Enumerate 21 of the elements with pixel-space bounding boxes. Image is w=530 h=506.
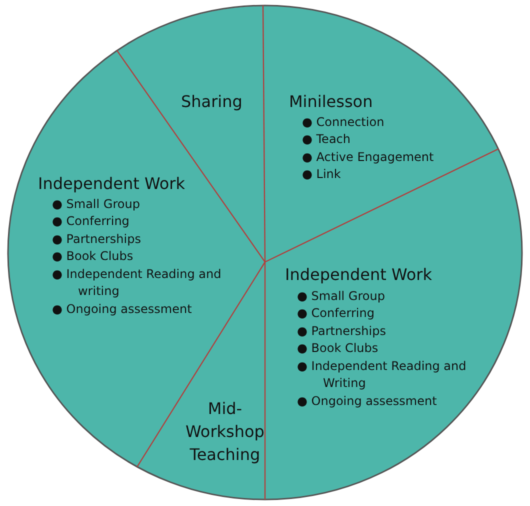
bullet-item: ● Ongoing assessment (297, 392, 438, 410)
section-heading: Independent Work (285, 264, 432, 284)
bullet-item: ● Active Engagement (302, 148, 435, 166)
bullet-item: ● Teach (302, 131, 352, 148)
section-heading: Independent Work (38, 174, 185, 193)
bullet-item: ● Conferring (297, 305, 376, 322)
section-heading: Sharing (180, 92, 242, 111)
section-heading: Minilesson (288, 92, 373, 111)
bullet-item: ● Book Clubs (297, 340, 380, 358)
bullet-item: ● Conferring (52, 213, 130, 230)
bullet-item: ● Small Group (297, 288, 386, 305)
bullet-item: ● Small Group (52, 196, 141, 213)
bullet-item: ● Connection (302, 114, 386, 131)
bullet-item: ● Partnerships (52, 230, 142, 248)
bullet-item: ● Ongoing assessment (52, 300, 193, 318)
bullet-item: ● Book Clubs (52, 248, 134, 266)
section-heading: Mid- Workshop Teaching (184, 398, 266, 466)
bullet-item: ● Partnerships (297, 322, 387, 340)
bullet-item: ● Independent Reading and Writing (297, 358, 468, 392)
bullet-item: ● Link (302, 166, 342, 184)
bullet-item: ● Independent Reading and writing (52, 266, 222, 300)
